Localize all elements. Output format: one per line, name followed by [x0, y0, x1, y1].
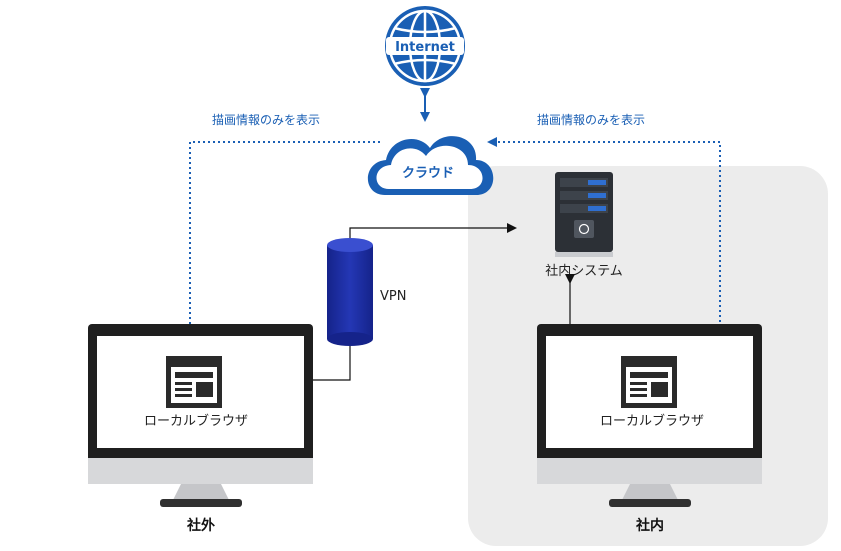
left-caption: 社外 — [186, 517, 215, 534]
right-caption: 社内 — [635, 517, 664, 534]
cloud-icon: クラウド — [367, 136, 494, 195]
internet-label: Internet — [395, 40, 455, 55]
left-browser-label: ローカルブラウザ — [144, 413, 248, 429]
left-monitor — [88, 324, 313, 507]
left-note: 描画情報のみを表示 — [212, 113, 320, 127]
vpn-to-server-link — [349, 223, 517, 238]
server-label: 社内システム — [545, 263, 623, 279]
vpn-label: VPN — [380, 289, 406, 304]
right-browser-label: ローカルブラウザ — [600, 413, 704, 429]
server-icon — [555, 172, 613, 257]
cloud-label: クラウド — [402, 166, 454, 181]
left-browser-icon — [166, 356, 222, 408]
right-note: 描画情報のみを表示 — [537, 113, 645, 127]
left-dotted-link — [185, 141, 380, 355]
vpn-cylinder — [327, 238, 373, 346]
right-dotted-link — [487, 137, 721, 372]
right-browser-icon — [621, 356, 677, 408]
internet-globe-icon: Internet — [385, 6, 465, 86]
